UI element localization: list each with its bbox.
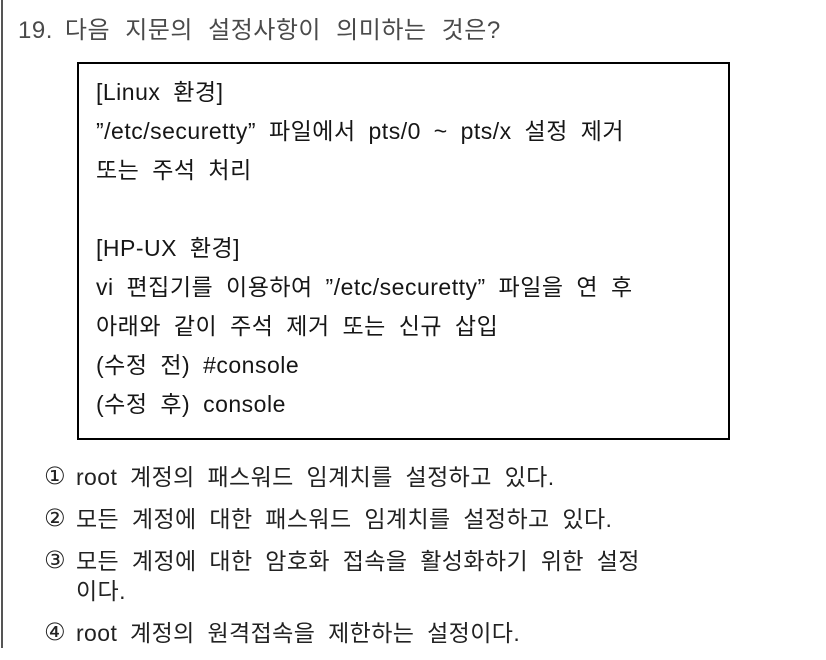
option-1-marker: ① — [44, 463, 66, 490]
question-text: 다음 지문의 설정사항이 의미하는 것은? — [64, 17, 501, 44]
option-4-text: root 계정의 원격접속을 제한하는 설정이다. — [76, 618, 520, 648]
page-left-border — [1, 0, 3, 648]
passage-line-linux-setting-wrap: 또는 주석 처리 — [96, 157, 252, 183]
option-3-line-2: 이다. — [76, 578, 126, 604]
passage-line-after-edit: (수정 후) console — [96, 391, 286, 417]
option-4-line-1: root 계정의 원격접속을 제한하는 설정이다. — [76, 620, 521, 646]
option-4-marker: ④ — [44, 619, 66, 646]
passage-line-hpux-setting: vi 편집기를 이용하여 ”/etc/securetty” 파일을 연 후 — [96, 274, 633, 300]
option-2-marker: ② — [44, 505, 66, 532]
passage-line-linux-setting: ”/etc/securetty” 파일에서 pts/0 ~ pts/x 설정 제… — [96, 118, 625, 144]
option-3-line-1: 모든 계정에 대한 암호화 접속을 활성화하기 위한 설정 — [76, 548, 640, 574]
passage-line-hpux-setting-wrap: 아래와 같이 주석 제거 또는 신규 삽입 — [96, 313, 499, 339]
passage-line-hpux-header: [HP-UX 환경] — [96, 235, 241, 261]
passage-line-blank — [96, 190, 722, 229]
answer-options: ① root 계정의 패스워드 임계치를 설정하고 있다. ② 모든 계정에 대… — [44, 462, 816, 660]
passage-box: [Linux 환경] ”/etc/securetty” 파일에서 pts/0 ~… — [77, 62, 730, 440]
option-2-line-1: 모든 계정에 대한 패스워드 임계치를 설정하고 있다. — [76, 506, 613, 532]
passage-line-before-edit: (수정 전) #console — [96, 352, 300, 378]
option-1-text: root 계정의 패스워드 임계치를 설정하고 있다. — [76, 462, 555, 492]
option-2-text: 모든 계정에 대한 패스워드 임계치를 설정하고 있다. — [76, 504, 612, 534]
answer-option-2[interactable]: ② 모든 계정에 대한 패스워드 임계치를 설정하고 있다. — [44, 504, 816, 534]
option-3-text: 모든 계정에 대한 암호화 접속을 활성화하기 위한 설정 이다. — [76, 546, 640, 606]
option-3-marker: ③ — [44, 547, 66, 574]
answer-option-1[interactable]: ① root 계정의 패스워드 임계치를 설정하고 있다. — [44, 462, 816, 492]
question-title: 19. 다음 지문의 설정사항이 의미하는 것은? — [18, 16, 501, 46]
option-1-line-1: root 계정의 패스워드 임계치를 설정하고 있다. — [76, 464, 555, 490]
answer-option-3[interactable]: ③ 모든 계정에 대한 암호화 접속을 활성화하기 위한 설정 이다. — [44, 546, 816, 606]
passage-line-linux-header: [Linux 환경] — [96, 79, 224, 105]
answer-option-4[interactable]: ④ root 계정의 원격접속을 제한하는 설정이다. — [44, 618, 816, 648]
question-number: 19. — [18, 17, 53, 44]
